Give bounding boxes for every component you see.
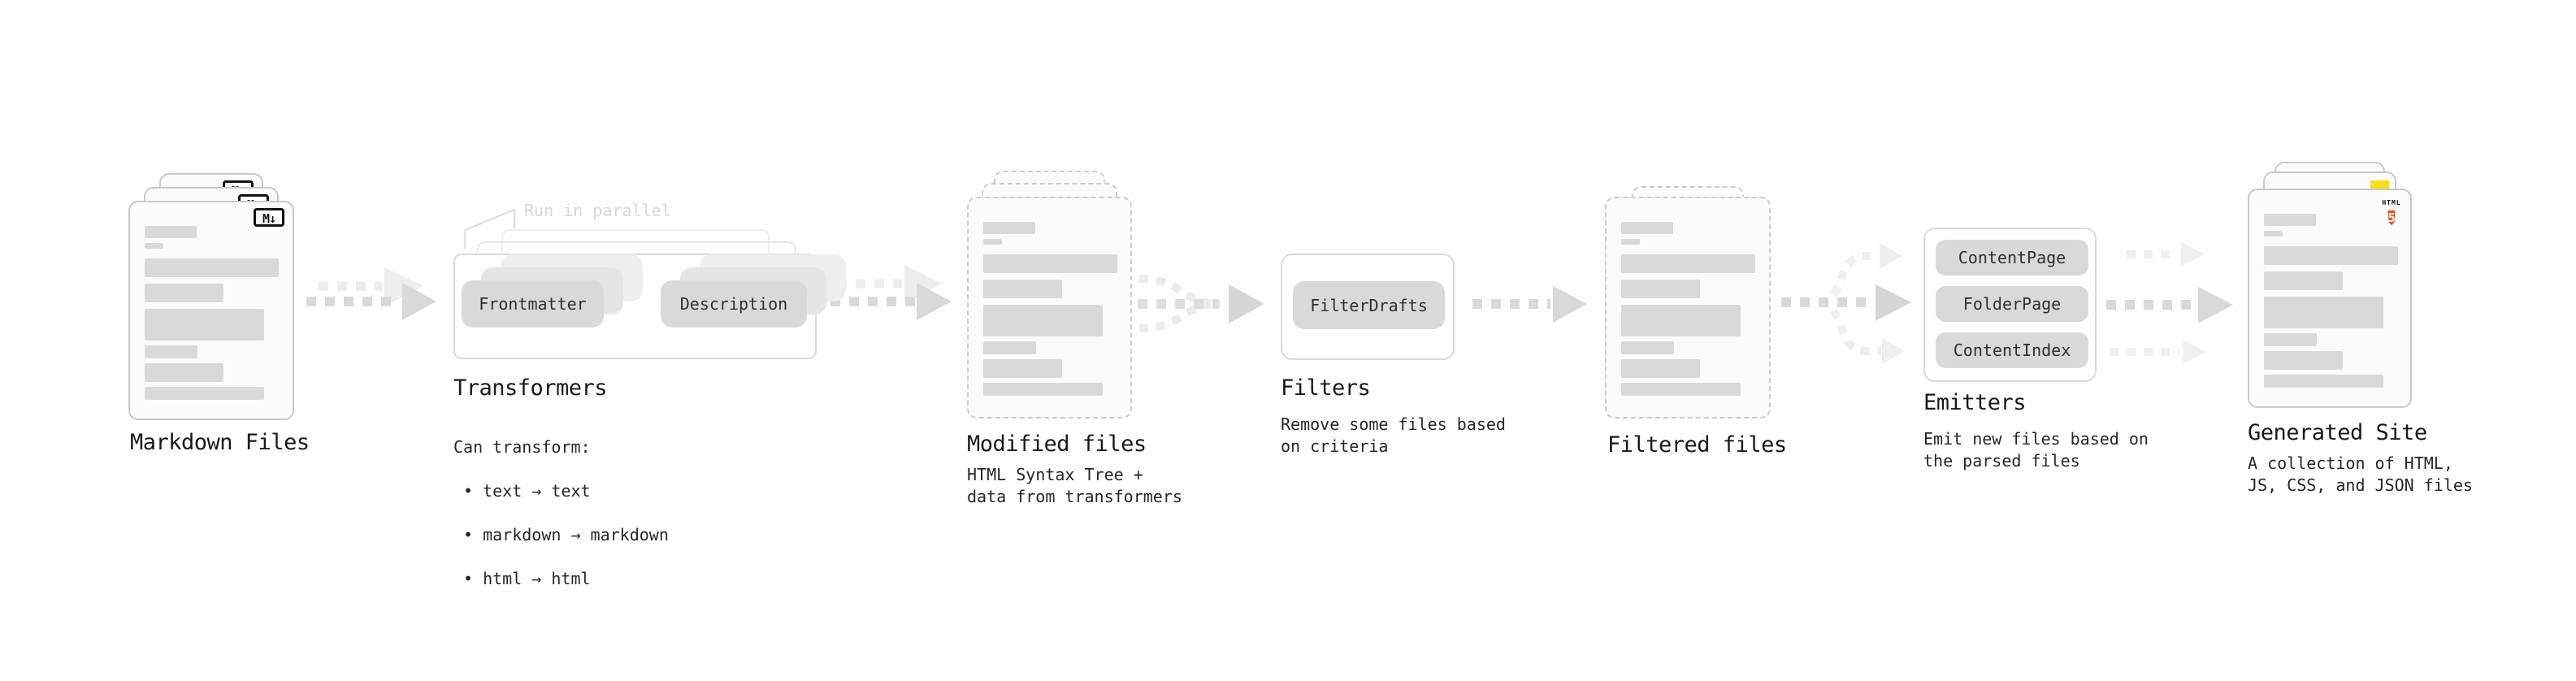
transformer-bullet: • html → html: [463, 569, 591, 588]
transformers-label: Transformers: [453, 375, 608, 401]
modified-files-description: HTML Syntax Tree + data from transformer…: [967, 465, 1182, 506]
modified-files-stack: [967, 171, 1132, 419]
frontmatter-pill: Frontmatter: [462, 280, 604, 327]
description-pill: Description: [661, 280, 807, 327]
generated-site-description: A collection of HTML, JS, CSS, and JSON …: [2248, 453, 2473, 495]
filtered-doc-front: [1605, 197, 1771, 419]
run-in-parallel-note: Run in parallel: [524, 201, 671, 220]
generated-site-label: Generated Site: [2248, 420, 2427, 445]
emitters-label: Emitters: [1923, 390, 2027, 415]
transformers-cluster: Frontmatter Description: [453, 229, 846, 359]
contentpage-pill: ContentPage: [1936, 240, 2088, 275]
markdown-files-stack: M↓ M↓ M↓: [128, 173, 294, 420]
transformer-bullet: • text → text: [463, 481, 591, 501]
transformers-description: Can transform: • text → text • markdown …: [453, 414, 669, 612]
markdown-icon: M↓: [254, 208, 284, 227]
arrow-filters-to-filtered: [1472, 286, 1587, 323]
run-in-parallel-leader-line: [463, 208, 516, 249]
doc-skeleton-lines: [2264, 214, 2398, 388]
modified-doc-front: [967, 197, 1132, 419]
filterdrafts-pill: FilterDrafts: [1293, 281, 1445, 329]
arrow-emitters-to-generated: [2106, 242, 2233, 364]
transformers-description-title: Can transform:: [453, 437, 591, 457]
modified-files-label: Modified files: [967, 432, 1147, 457]
arrow-transformers-to-modified: [830, 265, 952, 320]
contentindex-pill: ContentIndex: [1936, 332, 2088, 368]
filtered-files-label: Filtered files: [1607, 432, 1787, 458]
doc-skeleton-lines: [1621, 222, 1755, 396]
html-doc-front: HTML 5: [2248, 189, 2412, 408]
filters-panel: FilterDrafts: [1281, 254, 1455, 360]
html5-icon: HTML 5: [2382, 199, 2401, 225]
markdown-files-label: Markdown Files: [130, 430, 310, 455]
transformer-bullet: • markdown → markdown: [463, 525, 669, 544]
folderpage-pill: FolderPage: [1936, 286, 2088, 322]
arrow-markdown-to-transformers: [306, 267, 436, 320]
markdown-doc-front: M↓: [128, 201, 294, 420]
arrow-filtered-to-emitters-split: [1781, 243, 1911, 364]
emitters-panel: ContentPage FolderPage ContentIndex: [1923, 228, 2097, 382]
filters-label: Filters: [1281, 375, 1371, 401]
javascript-icon: [2370, 180, 2389, 190]
filtered-files-stack: [1605, 186, 1771, 419]
doc-skeleton-lines: [145, 226, 279, 400]
arrow-modified-to-filters-converge: [1138, 275, 1264, 332]
filters-description: Remove some files based on criteria: [1281, 414, 1506, 456]
generated-site-stack: CSS HTML 5: [2248, 162, 2412, 409]
doc-skeleton-lines: [983, 222, 1117, 396]
emitters-description: Emit new files based on the parsed files: [1923, 429, 2149, 471]
